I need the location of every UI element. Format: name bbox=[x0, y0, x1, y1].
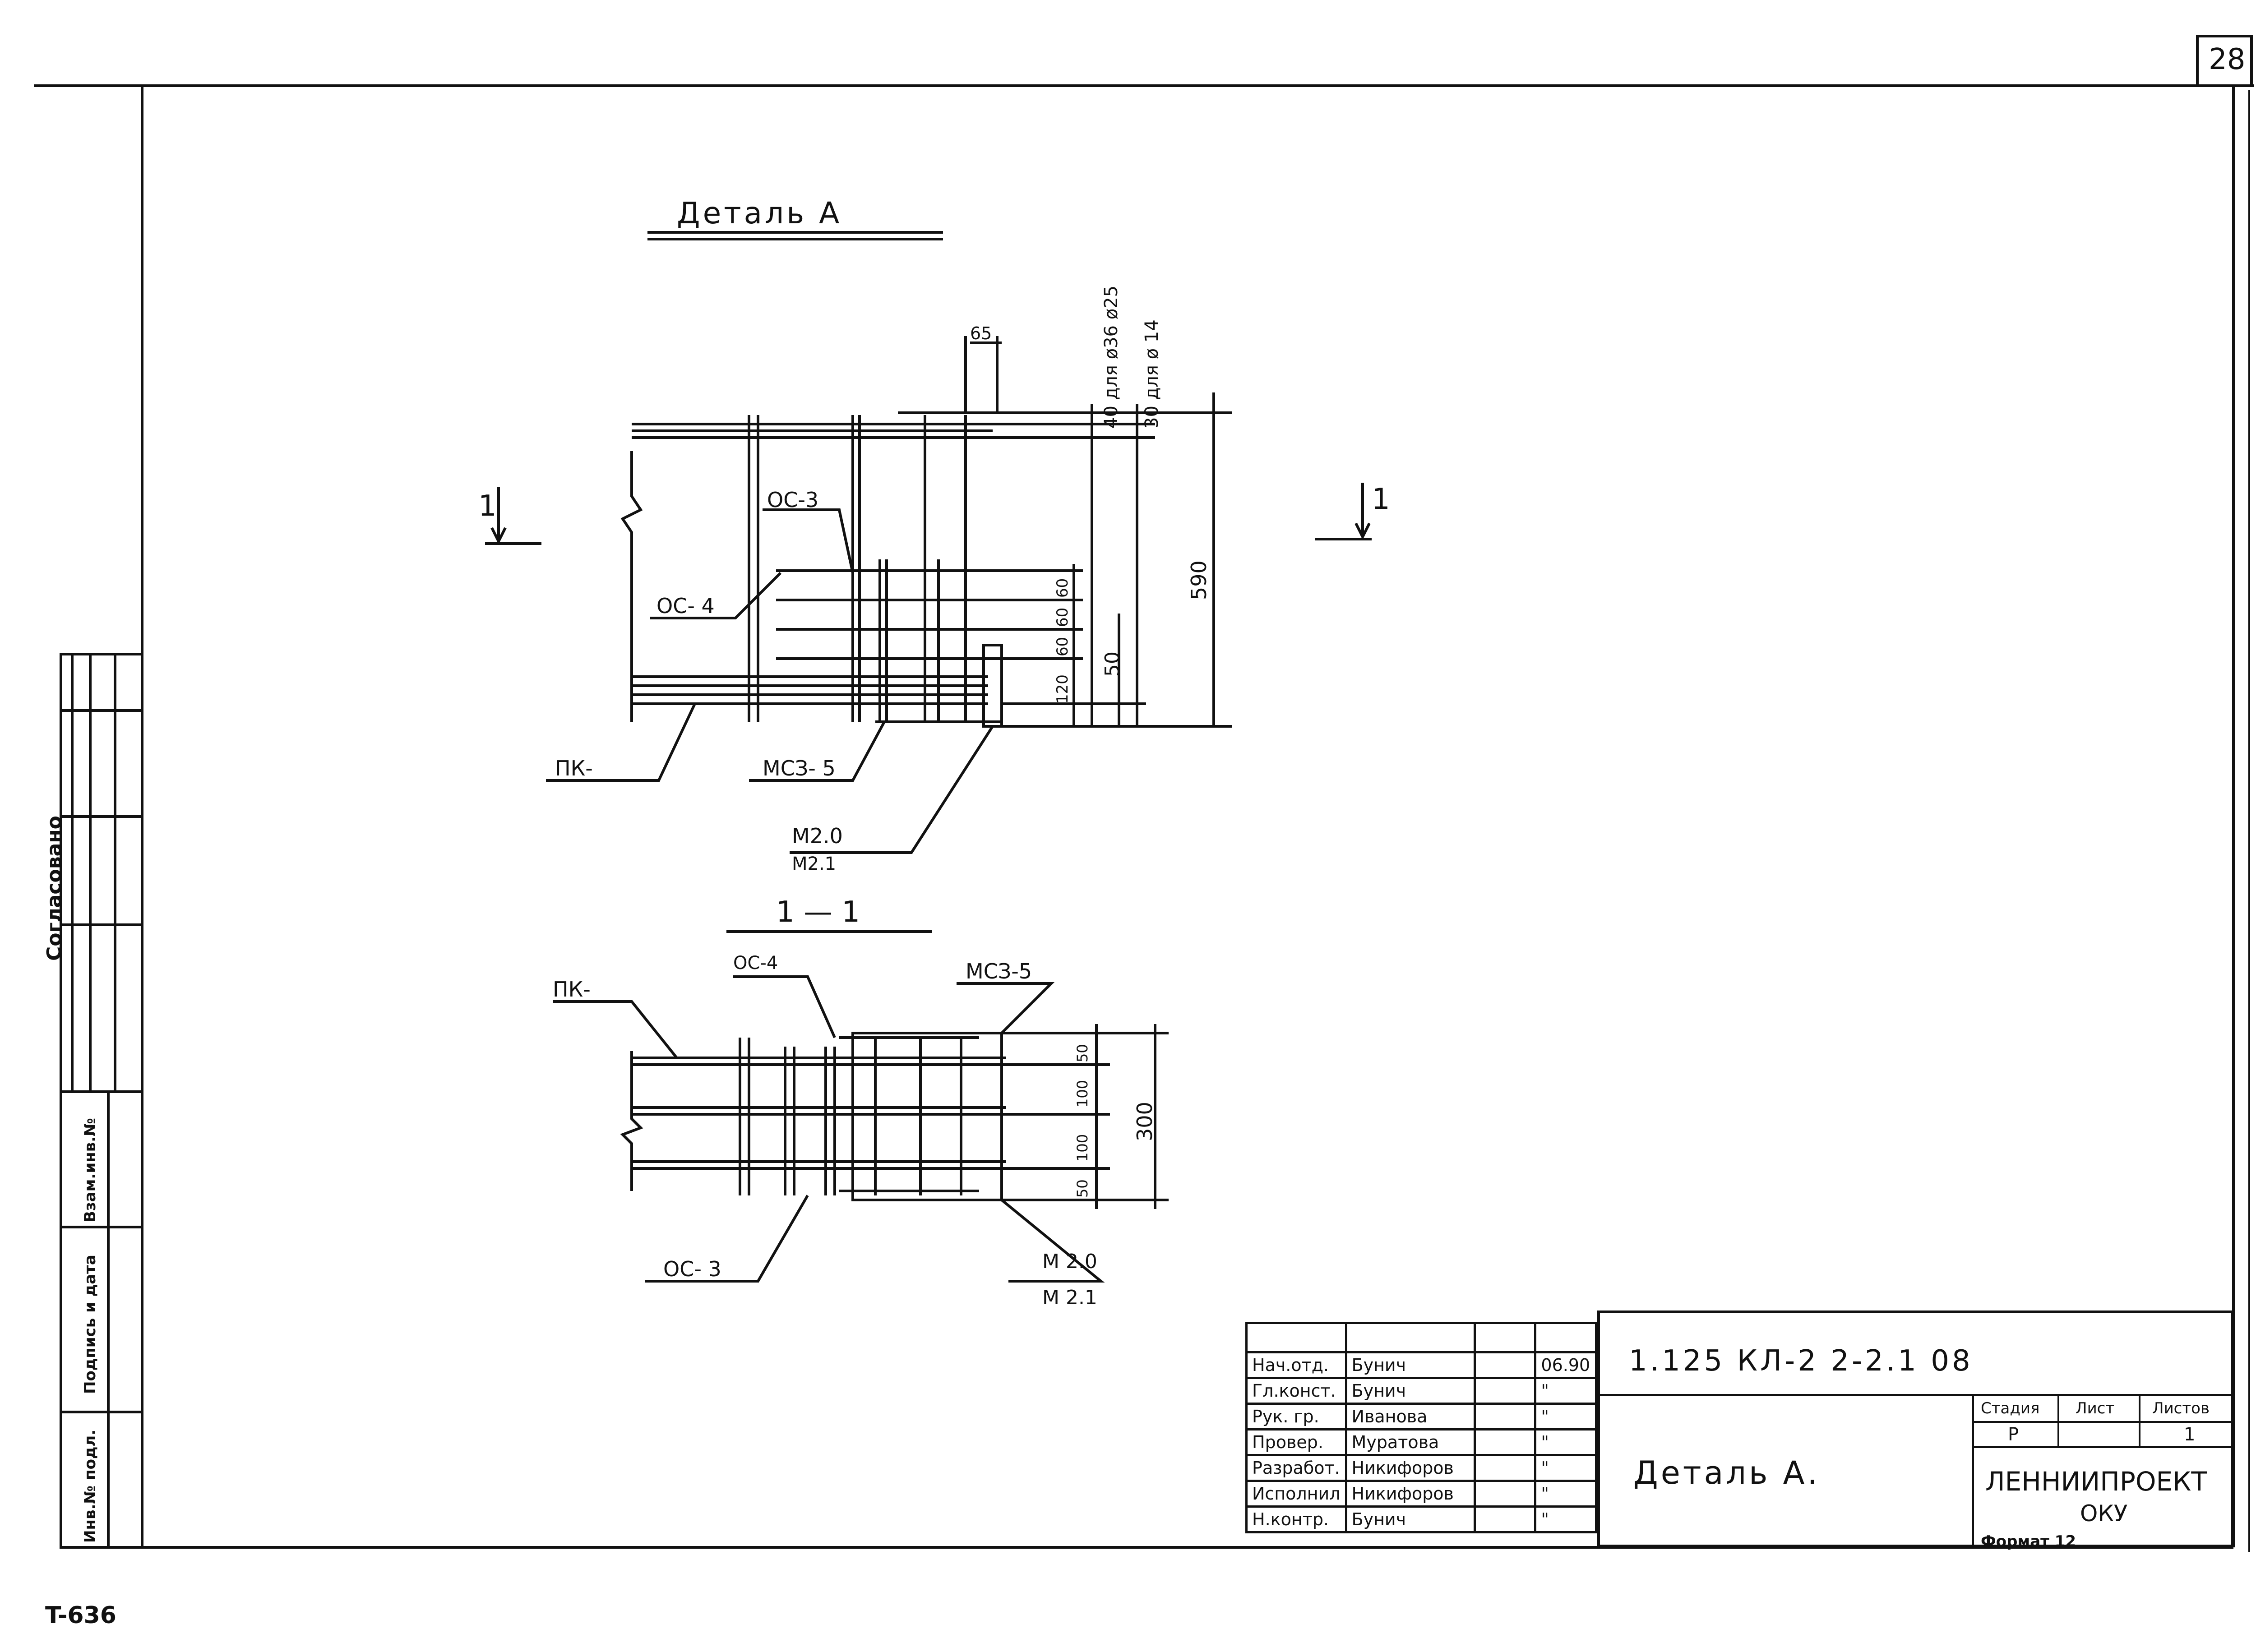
section-title: 1 — 1 bbox=[776, 895, 860, 929]
stage-grid-v2 bbox=[2139, 1394, 2140, 1448]
label-m21-bottom: М 2.1 bbox=[1042, 1286, 1097, 1309]
title-row: Гл.конст.Бунич" bbox=[1245, 1377, 1597, 1405]
sheets-header: Листов bbox=[2152, 1399, 2210, 1417]
sheet-name: Деталь А. bbox=[1633, 1454, 1820, 1491]
section-1-1-drawing bbox=[553, 975, 1169, 1283]
dim-100b: 100 bbox=[1074, 1134, 1091, 1162]
signature-mark bbox=[1474, 1351, 1537, 1379]
dim-60c: 60 bbox=[1054, 637, 1072, 656]
dim-30: 30 для ø 14 bbox=[1142, 319, 1162, 429]
title-row: Рук. гр.Иванова" bbox=[1245, 1403, 1597, 1431]
dim-50: 50 bbox=[1101, 651, 1124, 677]
sheets-value: 1 bbox=[2184, 1424, 2196, 1445]
detail-a-drawing bbox=[485, 336, 1372, 854]
label-os3-top: ОС-3 bbox=[767, 488, 819, 512]
dim-50-top: 50 bbox=[1074, 1044, 1091, 1062]
label-msz5-bottom: МСЗ-5 bbox=[966, 959, 1032, 983]
title-row bbox=[1245, 1322, 1597, 1353]
dim-590: 590 bbox=[1187, 560, 1211, 600]
page-number: 28 bbox=[2209, 43, 2246, 76]
org-divider bbox=[1972, 1448, 1974, 1547]
signature-mark bbox=[1474, 1454, 1537, 1482]
label-pk-bottom: ПК- bbox=[553, 977, 591, 1001]
detail-title: Деталь А bbox=[677, 196, 842, 231]
label-msz5-top: МСЗ- 5 bbox=[763, 756, 836, 780]
cut-marker-right: 1 bbox=[1372, 483, 1390, 516]
stage-grid-h bbox=[1972, 1421, 2233, 1423]
sheet-frame bbox=[34, 35, 2254, 1552]
side-stamp-frame bbox=[60, 653, 143, 1549]
signature-mark bbox=[1474, 1505, 1537, 1533]
cut-marker-left: 1 bbox=[478, 489, 497, 523]
designation: 1.125 КЛ-2 2-2.1 08 bbox=[1629, 1344, 1973, 1378]
dim-120: 120 bbox=[1054, 674, 1072, 704]
stage-header: Стадия bbox=[1981, 1399, 2040, 1417]
label-os4-bottom: ОС-4 bbox=[733, 953, 778, 974]
dim-40: 40 для ø36 ø25 bbox=[1101, 285, 1122, 429]
label-m21-top: М2.1 bbox=[792, 854, 837, 874]
dim-100a: 100 bbox=[1074, 1080, 1091, 1107]
dim-300: 300 bbox=[1133, 1102, 1157, 1141]
dim-60a: 60 bbox=[1054, 578, 1072, 598]
signature-mark bbox=[1474, 1377, 1537, 1405]
label-os4-top: ОС- 4 bbox=[656, 594, 715, 618]
title-row: Провер.Муратова" bbox=[1245, 1428, 1597, 1456]
signature-mark bbox=[1474, 1403, 1537, 1431]
label-pk-top: ПК- bbox=[555, 756, 593, 780]
dim-65: 65 bbox=[970, 323, 992, 343]
stage-value: Р bbox=[2008, 1424, 2019, 1445]
title-row: Н.контр.Бунич" bbox=[1245, 1505, 1597, 1533]
title-block-divider bbox=[1597, 1394, 2233, 1396]
dim-50-bottom: 50 bbox=[1074, 1179, 1091, 1198]
signature-mark bbox=[1474, 1428, 1537, 1456]
sheet-header: Лист bbox=[2076, 1399, 2115, 1417]
signature-mark bbox=[1474, 1480, 1537, 1508]
organization: ЛЕННИИПРОЕКТ bbox=[1985, 1466, 2207, 1497]
department: ОКУ bbox=[2080, 1500, 2128, 1527]
side-stamp-inv-orig: Инв.№ подл. bbox=[81, 1429, 99, 1543]
label-m20-bottom: М 2.0 bbox=[1042, 1250, 1097, 1273]
side-stamp-replaced-inv: Взам.инв.№ bbox=[81, 1118, 99, 1223]
label-os3-bottom: ОС- 3 bbox=[663, 1257, 721, 1281]
stage-grid-v1 bbox=[2057, 1394, 2059, 1448]
label-m20-top: М2.0 bbox=[792, 824, 843, 848]
side-stamp-agreed: Согласовано bbox=[43, 816, 66, 961]
title-block-frame bbox=[1597, 1311, 2233, 1547]
title-row: Разработ.Никифоров" bbox=[1245, 1454, 1597, 1482]
archive-code: T-636 bbox=[45, 1602, 116, 1629]
dim-60b: 60 bbox=[1054, 607, 1072, 627]
side-stamp-signature-date: Подпись и дата bbox=[81, 1255, 99, 1394]
